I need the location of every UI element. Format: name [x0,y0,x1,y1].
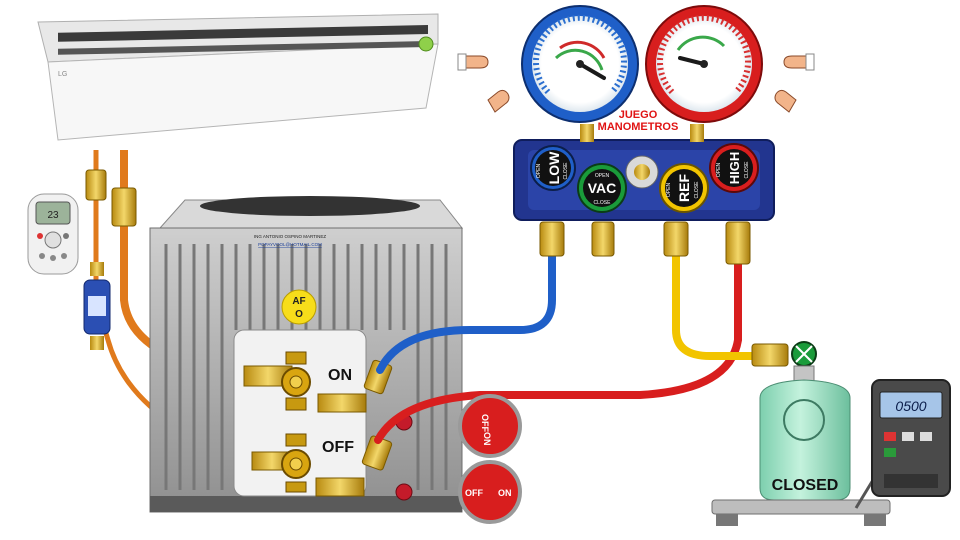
discharge-service-valve[interactable] [251,433,365,497]
remote-display: 23 [47,210,59,221]
ref-valve-knob[interactable]: REF OPEN CLOSE [659,163,709,213]
manifold-title-line2: MANOMETROS [598,121,679,133]
manifold-gauge-set: JUEGO MANOMETROS LOW OPEN CLOSE VAC OPEN… [513,5,775,265]
switch-top-left-label: OFF [480,414,490,432]
high-valve-label: HIGH [727,152,742,185]
high-gauge-needle [678,56,706,66]
refrigerant-hose [672,252,756,360]
scale-key[interactable] [920,432,932,441]
manifold-title-line1: JUEGO [619,109,658,121]
high-pressure-gauge [645,5,763,123]
low-side-hose [376,250,556,374]
low-pressure-gauge [521,5,639,123]
vac-valve-label: VAC [588,180,617,196]
switch-bottom-left-label: OFF [465,488,483,498]
hoses [374,250,756,444]
ref-valve-close: CLOSE [694,181,700,199]
valve-on-label: ON [328,367,352,384]
valve-off-label: OFF [322,439,354,456]
high-valve-close: CLOSE [744,161,750,179]
scale-key[interactable] [884,448,896,457]
ref-valve-open: OPEN [666,183,672,198]
filter-drier [83,279,111,335]
remote-control: 23 [27,193,79,275]
scale-display: 0500 [895,398,926,414]
high-valve-open: OPEN [716,163,722,178]
low-valve-close: CLOSE [563,162,569,180]
low-valve-open: OPEN [536,164,542,179]
indoor-ac-unit: LG [37,13,439,141]
ac-brand-logo: LG [58,71,67,78]
high-side-hose [374,258,742,444]
power-led-icon [418,36,434,52]
switch-bottom-right-label: ON [498,488,512,498]
suction-service-valve[interactable] [243,351,367,413]
high-valve-knob[interactable]: HIGH OPEN CLOSE [709,143,759,193]
af-badge-line1: AF [292,296,305,307]
switch-top[interactable]: OFF ON [458,394,522,458]
scale-key[interactable] [884,432,896,441]
vac-valve-open: OPEN [595,173,610,179]
low-valve-knob[interactable]: LOW OPEN CLOSE [530,145,576,191]
af-badge: AF O [281,289,317,325]
hand-icon [783,53,815,71]
scale-readout: 0500 [871,379,951,497]
vac-valve-knob[interactable]: VAC OPEN CLOSE [577,163,627,213]
refrigerant-cylinder: CLOSED [751,341,851,501]
hand-icon [457,53,489,71]
switch-bottom[interactable]: OFF ON [458,460,522,524]
credit-email: POPAYVOOL@HOTMAIL.COM [258,242,322,247]
credit-name: ING ANTONIO OSPINO MARTINEZ [254,234,327,239]
af-badge-line2: O [295,309,303,320]
scale-key[interactable] [902,432,914,441]
hand-icon [487,89,510,113]
cylinder-status: CLOSED [772,477,839,494]
low-valve-label: LOW [546,151,562,184]
switch-top-right-label: ON [482,432,492,446]
ref-valve-label: REF [676,174,692,202]
hand-icon [774,89,797,113]
low-gauge-needle [578,62,606,80]
vac-valve-close: CLOSE [594,200,612,206]
